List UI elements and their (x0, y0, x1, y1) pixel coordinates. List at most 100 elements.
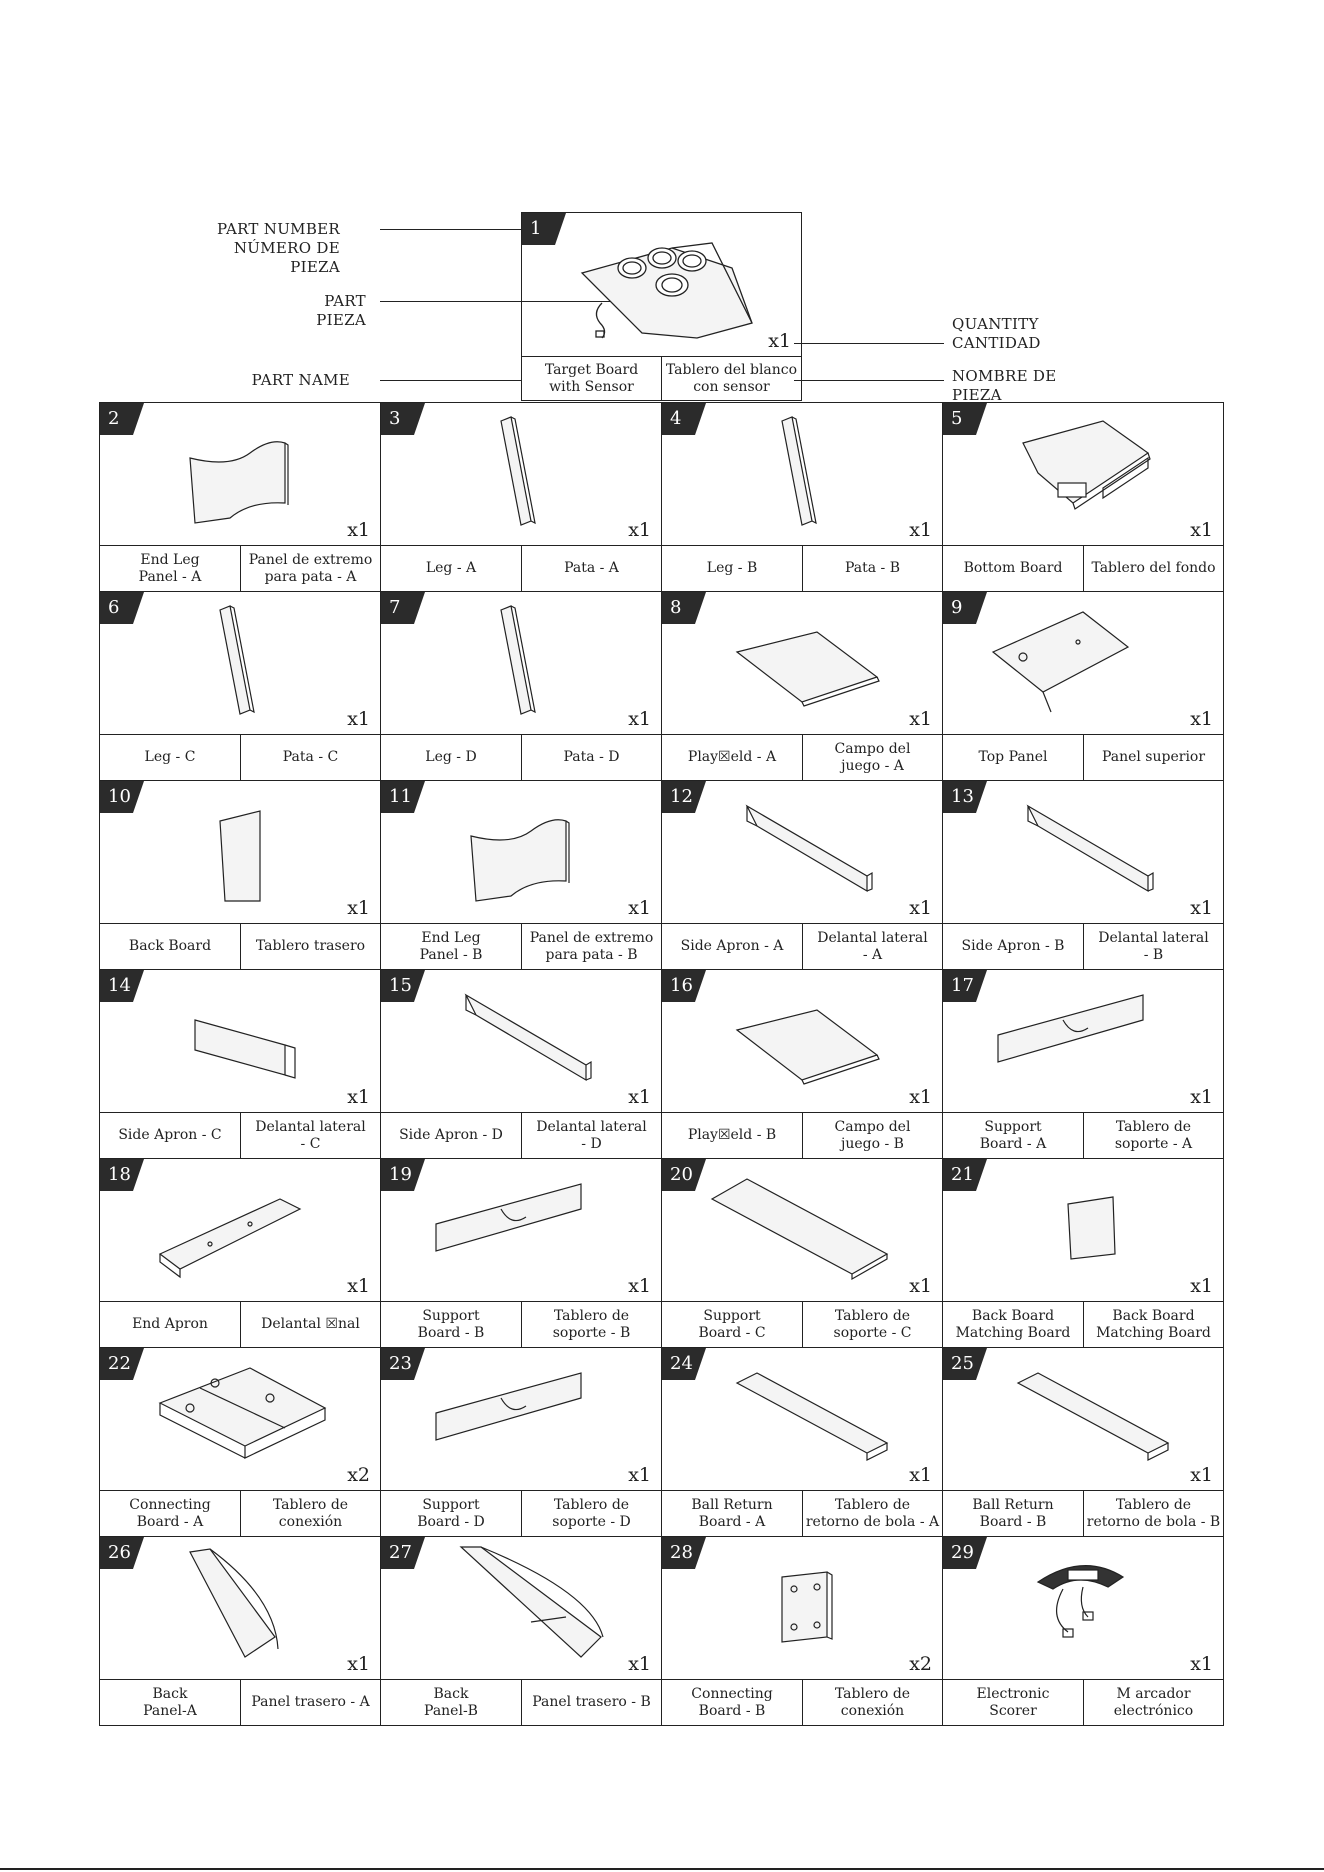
part-name-es: Delantal lateral - B (1083, 923, 1224, 970)
quantity-label: x1 (909, 1086, 932, 1108)
quantity-label: x1 (909, 1275, 932, 1297)
part-name-es: Tablero de conexión (802, 1679, 943, 1726)
end-leg-panel-icon (470, 819, 570, 902)
quantity-label: x1 (1190, 1086, 1213, 1108)
legend-part-number-label: PART NUMBER NÚMERO DE PIEZA (216, 220, 340, 276)
part-name-en: Play☒eld - A (661, 734, 803, 781)
part-name-es: Campo del juego - A (802, 734, 943, 781)
quantity-label: x2 (347, 1464, 370, 1486)
part-name-es: Pata - D (521, 734, 662, 781)
part-name-en: Leg - B (661, 545, 803, 592)
quantity-label: x1 (628, 1086, 651, 1108)
part-name-en: Support Board - B (380, 1301, 522, 1348)
part-name-es: Panel superior (1083, 734, 1224, 781)
back-panel-frame-icon (459, 1546, 604, 1658)
quantity-label: x1 (628, 708, 651, 730)
part-name-es: Campo del juego - B (802, 1112, 943, 1159)
legend-part-label: PART PIEZA (316, 292, 366, 329)
short-apron-icon (194, 1019, 296, 1079)
part-name-en: Side Apron - C (99, 1112, 241, 1159)
part-name-es: Tablero de soporte - C (802, 1301, 943, 1348)
end-apron-icon (158, 1198, 302, 1279)
part-name-en: Electronic Scorer (942, 1679, 1084, 1726)
support-board-icon (997, 994, 1144, 1063)
ball-return-icon (735, 1372, 889, 1461)
part-name-es: Delantal ☒nal (240, 1301, 381, 1348)
example-part-name-es: Tablero del blanco con sensor (661, 356, 802, 401)
bottom-board-icon (1022, 420, 1151, 510)
part-name-es: Tablero trasero (240, 923, 381, 970)
legend-part-name-leader (380, 380, 522, 382)
part-name-en: Back Panel-A (99, 1679, 241, 1726)
target-board-icon (580, 242, 753, 339)
legend-quantity-label: QUANTITY CANTIDAD (952, 315, 1041, 352)
top-panel-icon (991, 611, 1130, 713)
part-number-badge: 11 (381, 781, 425, 813)
quantity-label: x1 (768, 330, 791, 352)
leg-icon (781, 416, 817, 526)
part-name-es: Tablero del fondo (1083, 545, 1224, 592)
quantity-label: x1 (628, 897, 651, 919)
part-name-en: End Apron (99, 1301, 241, 1348)
part-name-en: Ball Return Board - B (942, 1490, 1084, 1537)
side-apron-icon (1026, 804, 1154, 893)
part-number-badge: 24 (662, 1348, 706, 1380)
part-name-es: Tablero de retorno de bola - A (802, 1490, 943, 1537)
part-name-en: Back Board (99, 923, 241, 970)
part-name-es: Tablero de retorno de bola - B (1083, 1490, 1224, 1537)
part-name-en: Leg - C (99, 734, 241, 781)
part-name-en: End Leg Panel - A (99, 545, 241, 592)
part-name-es: Panel trasero - B (521, 1679, 662, 1726)
leg-icon (500, 605, 536, 715)
long-board-icon (710, 1178, 889, 1281)
part-name-es: Pata - B (802, 545, 943, 592)
quantity-label: x1 (628, 1464, 651, 1486)
part-name-en: Support Board - A (942, 1112, 1084, 1159)
legend-name-es-leader (794, 380, 944, 382)
part-name-en: Leg - D (380, 734, 522, 781)
electronic-scorer-icon (1036, 1565, 1125, 1638)
leg-icon (219, 605, 255, 715)
quantity-label: x1 (1190, 1275, 1213, 1297)
part-name-en: End Leg Panel - B (380, 923, 522, 970)
side-apron-icon (745, 804, 873, 893)
part-name-es: Panel trasero - A (240, 1679, 381, 1726)
part-cell: 11 x1 (380, 780, 662, 924)
leg-icon (500, 416, 536, 526)
legend-quantity-leader (794, 343, 944, 345)
square-block-icon (781, 1571, 833, 1643)
part-name-en: Side Apron - A (661, 923, 803, 970)
example-part-cell: 1 x1 (521, 212, 802, 357)
part-name-en: Play☒eld - B (661, 1112, 803, 1159)
part-name-es: Delantal lateral - A (802, 923, 943, 970)
playfield-icon (735, 1009, 880, 1085)
connecting-board-icon (158, 1367, 327, 1459)
part-cell: 7 x1 (380, 591, 662, 735)
small-panel-icon (1067, 1196, 1116, 1260)
quantity-label: x1 (347, 519, 370, 541)
part-number-badge: 7 (381, 592, 425, 624)
part-number-badge: 10 (100, 781, 144, 813)
part-name-en: Top Panel (942, 734, 1084, 781)
part-name-en: Connecting Board - B (661, 1679, 803, 1726)
part-name-en: Side Apron - B (942, 923, 1084, 970)
part-name-es: Tablero de soporte - D (521, 1490, 662, 1537)
part-name-es: Delantal lateral - C (240, 1112, 381, 1159)
part-name-en: Bottom Board (942, 545, 1084, 592)
legend-part-name-label: PART NAME (251, 371, 350, 389)
